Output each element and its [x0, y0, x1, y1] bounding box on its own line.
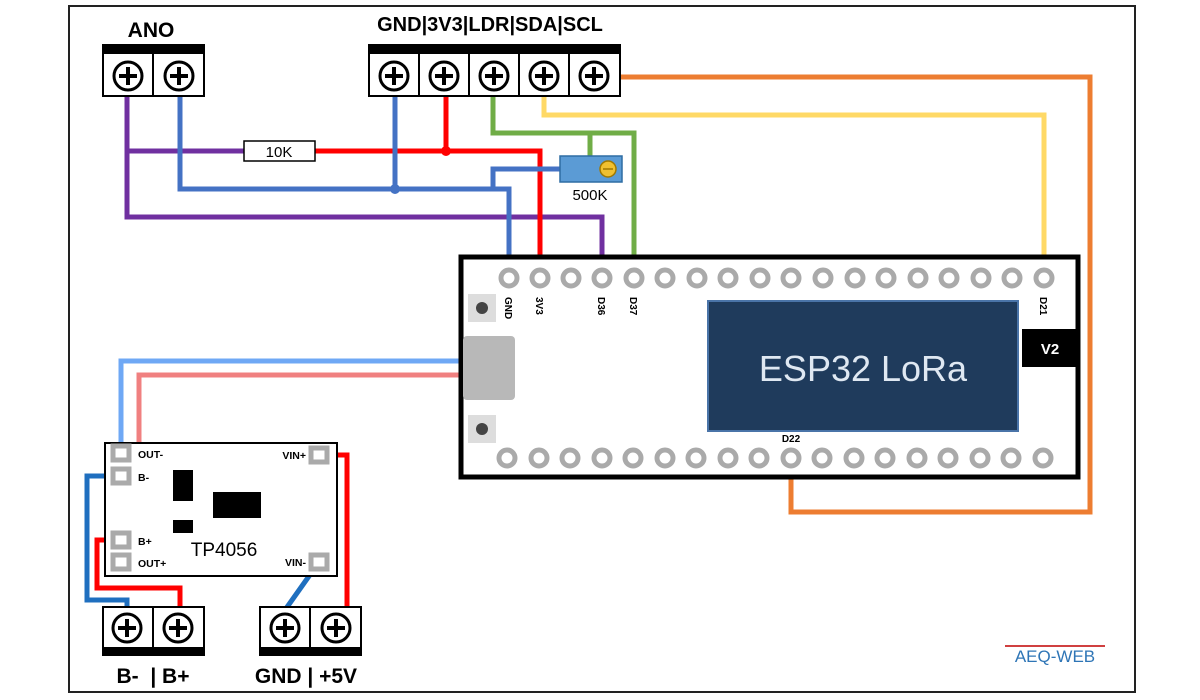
- top-pin-header: [498, 267, 1055, 289]
- reset-button: [468, 294, 496, 322]
- wire-3v3-bus: [314, 148, 543, 276]
- battery-label: B- | B+: [117, 665, 190, 688]
- pad-label-b-plus: B+: [138, 536, 152, 548]
- resistor-10k: 10K: [243, 140, 316, 162]
- ano-screw-1-icon: [112, 60, 144, 92]
- prg-button: [468, 415, 496, 443]
- wire-batt-minus: [84, 473, 130, 610]
- pin-label-d21: D21: [1037, 297, 1048, 316]
- chip-ic-3: [213, 492, 261, 518]
- charger-label: TP4056: [191, 540, 258, 561]
- junction-3v3: [441, 146, 451, 156]
- power-screw-2-icon: [320, 612, 352, 644]
- pin-label-gnd: GND: [502, 297, 513, 319]
- tp4056-pads: [110, 443, 330, 572]
- oled-display: [707, 300, 1019, 432]
- power-label: GND | +5V: [255, 665, 357, 688]
- chip-ic-2: [173, 520, 193, 533]
- pin-label-d36: D36: [595, 297, 606, 316]
- version-label: V2: [1041, 341, 1059, 358]
- sensor-screw-ldr-icon: [478, 60, 510, 92]
- wire-ldr-d37: [490, 96, 637, 276]
- pad-label-out-plus: OUT+: [138, 558, 166, 570]
- wire-gnd-bus: [177, 96, 512, 276]
- pin-label-d22: D22: [782, 434, 801, 445]
- pad-label-vin-minus: VIN-: [285, 557, 307, 569]
- wire-ano-d36: [124, 96, 605, 276]
- power-terminal: GND | +5V: [255, 606, 362, 688]
- battery-screw-1-icon: [111, 612, 143, 644]
- pad-label-out-minus: OUT-: [138, 449, 164, 461]
- resistor-label: 10K: [266, 144, 293, 161]
- pad-label-vin-plus: VIN+: [282, 450, 306, 462]
- wires: [84, 74, 1093, 612]
- diagram-frame: [68, 5, 1136, 693]
- tp4056-module: OUT- B- B+ OUT+ VIN+ VIN- TP4056: [104, 442, 338, 577]
- pin-label-d37: D37: [627, 297, 638, 316]
- potentiometer-500k: 500K: [559, 155, 623, 204]
- wire-gnd-pot: [490, 166, 565, 189]
- ano-screw-2-icon: [163, 60, 195, 92]
- sensor-label: GND|3V3|LDR|SDA|SCL: [377, 14, 603, 36]
- sensor-screw-gnd-icon: [378, 60, 410, 92]
- pad-label-b-minus: B-: [138, 472, 150, 484]
- sensor-screw-sda-icon: [528, 60, 560, 92]
- usb-port-icon: [463, 336, 515, 400]
- ano-terminal: ANO: [102, 19, 205, 97]
- brand-logo: AEQ-WEB: [1005, 645, 1105, 666]
- version-tag: [1022, 329, 1077, 367]
- power-screw-1-icon: [269, 612, 301, 644]
- potentiometer-label: 500K: [572, 187, 607, 204]
- chip-ic-1: [173, 470, 193, 501]
- sensor-screw-scl-icon: [578, 60, 610, 92]
- wire-scl-d22: [612, 74, 1093, 515]
- esp32-board: GND 3V3 D36 D37 D21 D22 ESP32 LoRa V2: [458, 254, 1081, 480]
- battery-screw-2-icon: [162, 612, 194, 644]
- brand-text: AEQ-WEB: [1015, 647, 1095, 666]
- wire-out-minus: [118, 358, 462, 452]
- junction-gnd: [390, 184, 400, 194]
- wire-sda-d21: [541, 96, 1047, 276]
- bottom-pin-header: [496, 447, 1054, 469]
- ano-label: ANO: [128, 19, 175, 42]
- sensor-screw-3v3-icon: [428, 60, 460, 92]
- pin-label-3v3: 3V3: [533, 297, 544, 315]
- mcu-label: ESP32 LoRa: [759, 348, 968, 389]
- battery-terminal: B- | B+: [102, 606, 205, 688]
- sensor-terminal: GND|3V3|LDR|SDA|SCL: [368, 14, 621, 97]
